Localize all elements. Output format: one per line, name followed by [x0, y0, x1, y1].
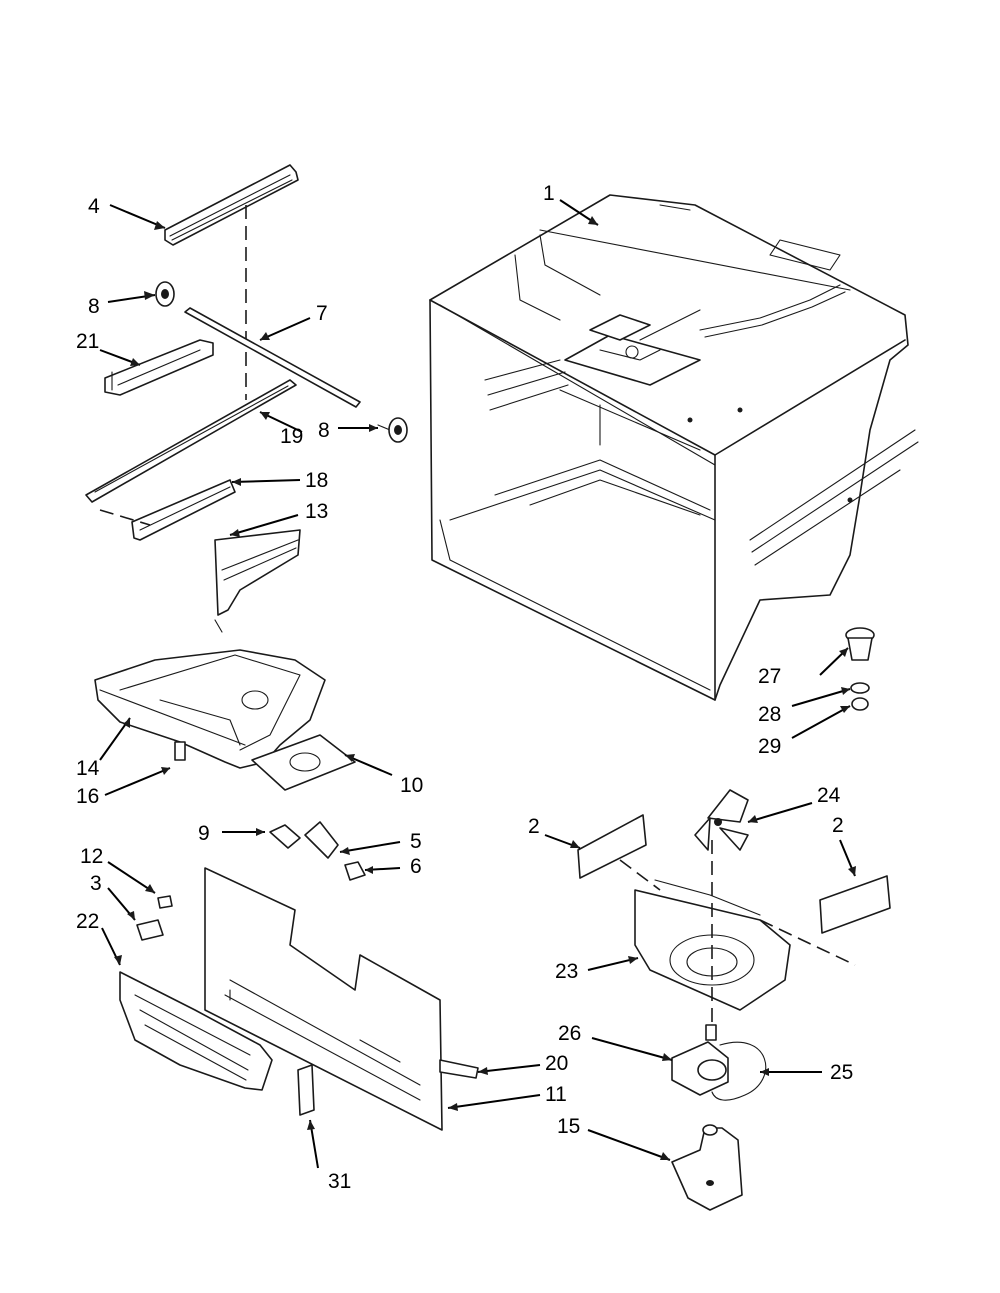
callout-8-top: 8	[88, 295, 100, 318]
part-21-bracket	[104, 339, 214, 396]
callout-10: 10	[400, 774, 423, 797]
callout-13: 13	[305, 500, 328, 523]
callout-21: 21	[76, 330, 99, 353]
callout-19: 19	[280, 425, 303, 448]
part-2-pad-left	[577, 814, 647, 879]
callout-28: 28	[758, 703, 781, 726]
callout-2-left: 2	[528, 815, 540, 838]
callout-25: 25	[830, 1061, 853, 1084]
callout-4: 4	[88, 195, 100, 218]
part-13-bracket	[214, 529, 301, 633]
part-7-shaft	[184, 307, 361, 408]
part-10-gasket	[251, 734, 356, 791]
arrowheads	[114, 216, 856, 1160]
callout-18: 18	[305, 469, 328, 492]
part-15-bracket	[671, 1124, 743, 1211]
callout-26: 26	[558, 1022, 581, 1045]
part-8-gear-top	[155, 281, 175, 307]
part-31-switch	[297, 1064, 315, 1116]
part-18-rail	[99, 479, 236, 541]
callout-7: 7	[316, 302, 328, 325]
part-22-grille	[119, 971, 273, 1091]
callout-15: 15	[557, 1115, 580, 1138]
part-25-wire	[711, 1041, 767, 1101]
callout-29: 29	[758, 735, 781, 758]
callout-12: 12	[80, 845, 103, 868]
part-26-motor	[671, 1024, 729, 1096]
part-3-bracket	[136, 919, 164, 941]
part-12-screw	[157, 895, 173, 909]
callout-3: 3	[90, 872, 102, 895]
part-11-panel	[204, 867, 443, 1131]
callout-16: 16	[76, 785, 99, 808]
callout-9: 9	[198, 822, 210, 845]
callout-14: 14	[76, 757, 100, 780]
part-5-socket	[304, 821, 339, 859]
part-9-bulb	[269, 824, 301, 849]
callout-8-bottom: 8	[318, 419, 330, 442]
part-4-rail-top	[164, 164, 299, 246]
callout-11: 11	[545, 1083, 567, 1106]
part-24-fan-blade	[694, 789, 749, 851]
callout-22: 22	[76, 910, 99, 933]
callout-23: 23	[555, 960, 578, 983]
callout-2-right: 2	[832, 814, 844, 837]
callout-6: 6	[410, 855, 422, 878]
callout-20: 20	[545, 1052, 568, 1075]
part-19-rail	[85, 379, 297, 503]
part-14-cover	[94, 649, 326, 769]
part-29-cap	[851, 697, 869, 711]
part-1-liner	[429, 194, 919, 701]
part-2-pad-right	[819, 875, 891, 934]
part-6-clip	[344, 861, 366, 881]
part-23-housing	[619, 840, 856, 1030]
part-8-gear-bottom	[377, 417, 408, 443]
part-20-strip	[439, 1059, 479, 1079]
callout-5: 5	[410, 830, 422, 853]
callout-27: 27	[758, 665, 781, 688]
callout-24: 24	[817, 784, 841, 807]
callout-1: 1	[543, 182, 555, 205]
part-27-cup	[845, 627, 875, 661]
callout-labels: 1 2 2 3 4 5 6 7 8 8 9 10 11 12 13 14 15 …	[76, 182, 853, 1193]
part-28-ring	[850, 682, 870, 694]
callout-31: 31	[328, 1170, 351, 1193]
leader-lines	[99, 199, 856, 1169]
